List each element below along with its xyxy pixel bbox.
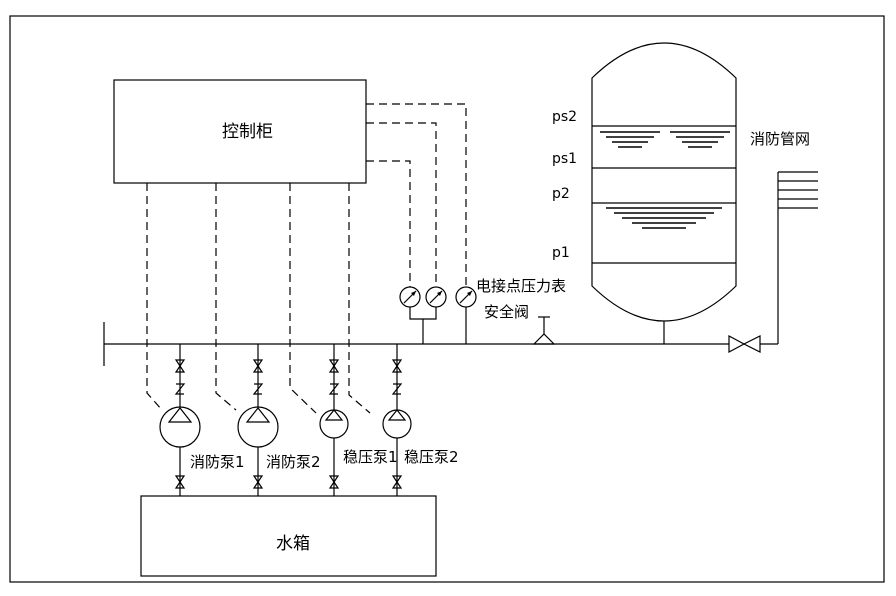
safety-valve-label: 安全阀 xyxy=(484,303,529,321)
pump-stab-1-label: 稳压泵1 xyxy=(343,448,398,466)
drawing-frame xyxy=(9,15,885,583)
gauge-signal-lines xyxy=(366,103,467,287)
fire-network-label: 消防管网 xyxy=(750,130,810,148)
pressure-gauges: 电接点压力表 xyxy=(399,277,566,344)
pump-stab-2-label: 稳压泵2 xyxy=(404,448,459,466)
level-p1-label: p1 xyxy=(552,245,570,261)
pump-signal-lines xyxy=(146,183,371,414)
safety-valve: 安全阀 xyxy=(484,303,556,345)
stabilizer-pump-2: 稳压泵2 xyxy=(382,344,459,496)
pressure-gauge-3 xyxy=(455,286,477,308)
water-tank: 水箱 xyxy=(140,495,437,577)
pressure-tank: ps2 ps1 p2 p1 xyxy=(552,42,737,344)
control-cabinet: 控制柜 xyxy=(113,79,367,184)
main-pipe xyxy=(103,172,779,366)
gate-valve xyxy=(728,335,761,353)
fire-network: 消防管网 xyxy=(750,130,818,209)
water-level-marks-ps2 xyxy=(600,131,730,148)
pressure-gauge-label: 电接点压力表 xyxy=(476,277,566,295)
level-p2-label: p2 xyxy=(552,186,570,202)
pressure-gauge-2 xyxy=(425,286,447,308)
water-tank-label: 水箱 xyxy=(276,534,310,554)
pressure-gauge-1 xyxy=(399,286,421,308)
level-ps2-label: ps2 xyxy=(552,109,577,125)
fire-pump-2: 消防泵2 xyxy=(237,344,321,496)
stabilizer-pump-1: 稳压泵1 xyxy=(319,344,398,496)
control-cabinet-label: 控制柜 xyxy=(222,122,273,142)
pump-fire-1-label: 消防泵1 xyxy=(190,453,245,471)
water-level-marks-p2 xyxy=(606,207,722,229)
level-ps1-label: ps1 xyxy=(552,151,577,167)
fire-pump-1: 消防泵1 xyxy=(159,344,245,496)
pump-fire-2-label: 消防泵2 xyxy=(266,453,321,471)
